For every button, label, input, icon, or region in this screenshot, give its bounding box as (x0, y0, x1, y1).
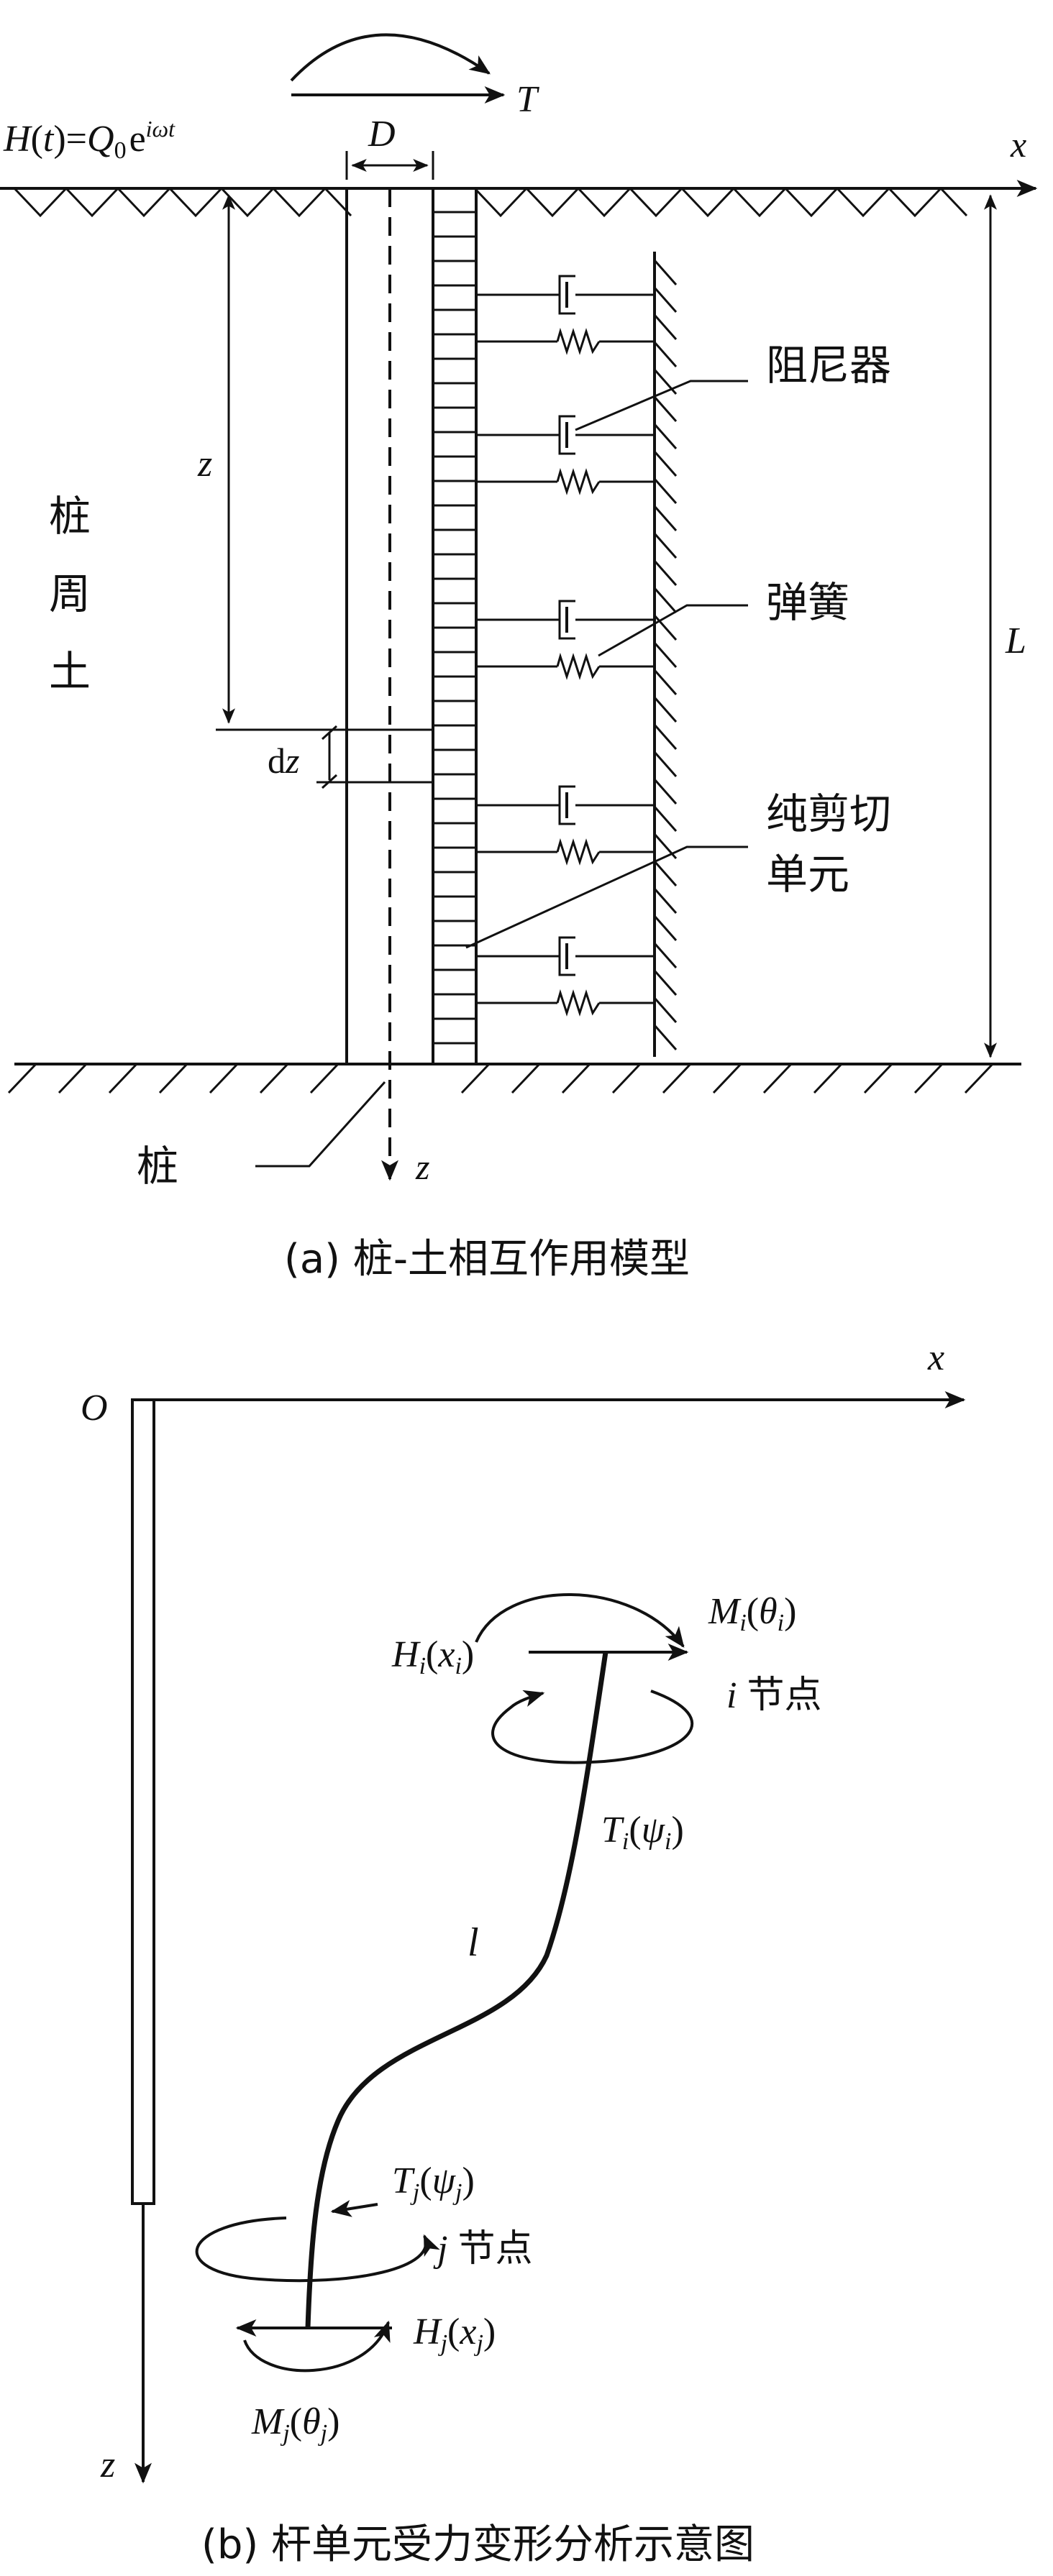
torque-label: T (516, 79, 539, 120)
boundary-hatch-mark (653, 669, 678, 695)
spring-coil (556, 989, 601, 1017)
damper-cylinder (558, 936, 575, 976)
damper-leader (575, 380, 748, 431)
bottom-soil-hatch (7, 1063, 994, 1094)
deformed-element (305, 1651, 608, 2329)
moment-j-label: Mj(θj) (251, 2401, 339, 2447)
boundary-hatch-mark (653, 888, 678, 914)
boundary-hatch-mark (653, 260, 678, 285)
shear-element-label-1: 纯剪切 (766, 789, 891, 838)
spring-coil (556, 838, 601, 866)
shear-element-rungs (433, 211, 476, 1045)
pile-leader (255, 1081, 386, 1168)
moment-j-arc (243, 2320, 391, 2373)
boundary-hatch-mark (653, 451, 678, 477)
pile-rod (131, 1398, 155, 2205)
top-soil-hatch-right (473, 186, 968, 218)
boundary-hatch-mark (653, 833, 678, 859)
boundary-hatch-mark (653, 396, 678, 422)
caption-b: (b) 杆单元受力变形分析示意图 (201, 2521, 755, 2568)
boundary-hatch-mark (653, 560, 678, 586)
torsion-j-label: Tj(ψj) (392, 2160, 475, 2206)
boundary-hatch-mark (653, 342, 678, 367)
force-j-label: Hj(xj) (413, 2311, 496, 2357)
spring-label: 弹簧 (766, 578, 849, 627)
soil-label-3: 土 (49, 647, 91, 696)
shear-element-leader (465, 845, 748, 949)
damper-cylinder (558, 415, 575, 455)
boundary-hatch-mark (653, 478, 678, 504)
spring-damper-unit (476, 600, 655, 680)
spring-coil (556, 652, 601, 680)
depth-label: z (197, 444, 212, 485)
torque-arc (290, 33, 491, 82)
x-axis-label-a: x (1010, 124, 1026, 165)
boundary-hatch-mark (653, 697, 678, 723)
damper-cylinder (558, 785, 575, 825)
force-i-label: Hi(xi) (391, 1634, 474, 1679)
boundary-hatch-mark (653, 615, 678, 641)
boundary-hatch-mark (653, 287, 678, 313)
torsion-j-loop (195, 2217, 440, 2283)
boundary-hatch-mark (653, 861, 678, 886)
boundary-hatch-mark (653, 915, 678, 941)
damper-cylinder (558, 600, 575, 640)
spring-damper-unit (476, 275, 655, 355)
boundary-hatch-mark (653, 751, 678, 777)
soil-label-1: 桩 (49, 492, 91, 541)
spring-leader (598, 604, 748, 657)
boundary-hatch-mark (653, 505, 678, 531)
shear-element-label-2: 单元 (766, 850, 849, 899)
boundary-hatch-mark (653, 997, 678, 1023)
origin-label: O (81, 1388, 108, 1429)
boundary-hatch-mark (653, 369, 678, 395)
boundary-hatch-mark (653, 314, 678, 340)
spring-damper-unit (476, 785, 655, 866)
z-axis-label-a: z (415, 1147, 429, 1187)
length-label: L (1005, 620, 1026, 661)
moment-i-arc (475, 1593, 685, 1648)
damper-cylinder (558, 275, 575, 315)
boundary-hatch-mark (653, 779, 678, 805)
spring-damper-unit (476, 415, 655, 495)
spring-coil (556, 327, 601, 355)
top-soil-hatch-left (13, 186, 352, 218)
boundary-hatch-mark (653, 970, 678, 996)
z-axis-label-b: z (100, 2444, 115, 2485)
element-label: l (468, 1920, 479, 1965)
spring-coil (556, 467, 601, 495)
dz-label: dz (268, 741, 299, 781)
panel-a: x z T (0, 33, 1038, 1283)
moment-i-label: Mi(θi) (708, 1591, 796, 1636)
boundary-hatch-mark (653, 943, 678, 968)
soil-label-2: 周 (49, 569, 91, 618)
diameter-label: D (368, 114, 396, 155)
torsion-i-loop (491, 1690, 694, 1764)
torsion-i-label: Ti(ψi) (601, 1810, 684, 1855)
boundary-hatch-mark (653, 642, 678, 668)
load-expression: H(t)=Q0eiωt (3, 116, 176, 164)
damper-label: 阻尼器 (766, 341, 891, 390)
pile-label: 桩 (137, 1142, 178, 1191)
x-axis-label-b: x (927, 1337, 944, 1378)
boundary-hatch-mark (653, 724, 678, 750)
boundary-hatch-mark (653, 423, 678, 449)
dz-tick-top (321, 725, 338, 741)
boundary-hatch-mark (653, 587, 678, 613)
boundary-hatch-mark (653, 533, 678, 559)
torsion-j-arrow-tail (330, 2200, 378, 2217)
boundary-hatch-mark (653, 806, 678, 832)
dz-tick-bottom (321, 774, 338, 789)
boundary-hatch-mark (653, 1025, 678, 1050)
caption-a: (a) 桩-土相互作用模型 (284, 1236, 690, 1283)
spring-damper-unit (476, 936, 655, 1017)
fixed-boundary-hatch (653, 260, 678, 1050)
spring-damper-units (476, 275, 655, 1017)
